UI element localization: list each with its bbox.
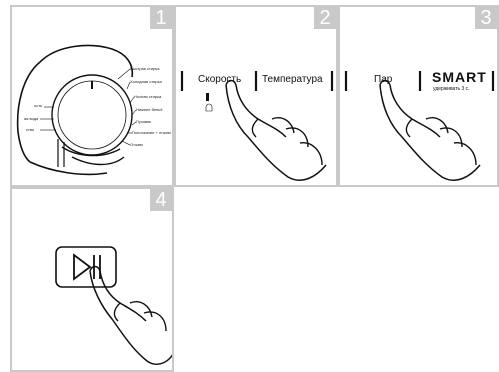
- press-illustration: [340, 7, 499, 187]
- dial-label-right: Быстрая стирка: [130, 66, 159, 71]
- step-panel-3: 3 Пар SMART удерживать 3 с.: [338, 5, 499, 187]
- speed-label: Скорость: [198, 74, 241, 85]
- dial-label-right: Холодная стирка: [130, 79, 162, 84]
- start-pause-illustration: [12, 189, 174, 372]
- dial-label-right: Полоскание + отжим: [132, 130, 171, 135]
- step-panel-1: 1 ость ая вода ство Быстрая стирка Холод…: [10, 5, 174, 187]
- smart-label: SMART: [432, 69, 487, 85]
- smart-hint: удерживать 3 с.: [433, 86, 470, 92]
- dial-label-left: ство: [26, 127, 34, 132]
- steam-label: Пар: [374, 74, 392, 85]
- step-panel-4: 4: [10, 187, 174, 372]
- dial-label-left: ая вода: [24, 116, 38, 121]
- dial-label-right: Пуховик: [136, 119, 151, 124]
- step-panel-2: 2 Скорость Температура: [174, 5, 338, 187]
- dial-label-left: ость: [34, 103, 42, 108]
- dial-label-right: Отжим: [130, 142, 143, 147]
- temperature-label: Температура: [262, 74, 323, 85]
- dial-label-right: Нижнее бельё: [136, 107, 163, 112]
- dial-label-right: Ночная стирка: [134, 94, 161, 99]
- press-illustration: [176, 7, 338, 187]
